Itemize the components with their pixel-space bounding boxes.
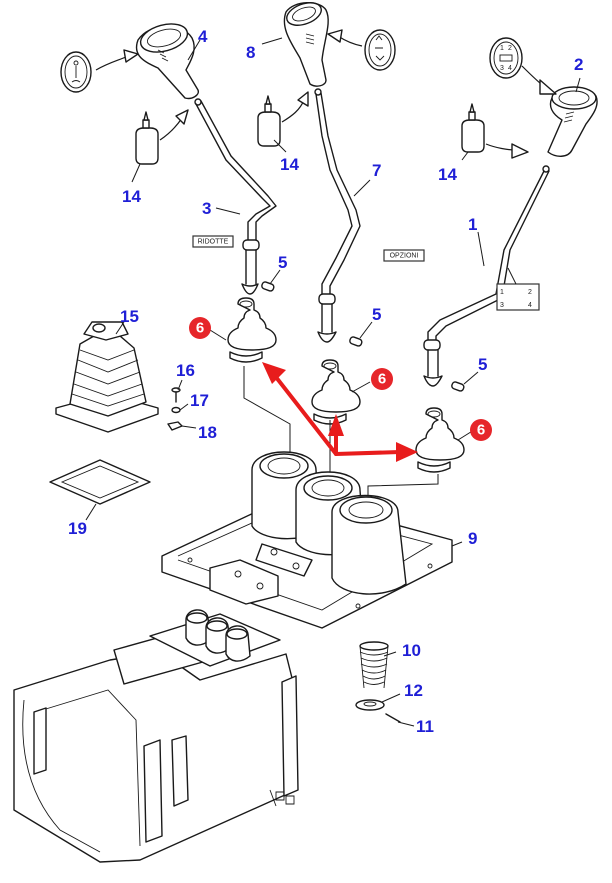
callout-11: 11 <box>416 717 434 736</box>
arrow-head-8 <box>327 29 343 43</box>
boot-6a <box>227 297 277 363</box>
arrow-head-14a <box>175 109 189 125</box>
gearbox-casing <box>13 609 299 863</box>
red-arrow-head-left <box>262 362 286 384</box>
badge-6b-text: 6 <box>378 371 386 388</box>
screw-16 <box>171 387 181 403</box>
spring-10 <box>359 641 389 689</box>
callout-3: 3 <box>202 199 211 218</box>
arrow-head-14b <box>297 91 309 107</box>
seat-12 <box>355 699 385 711</box>
callout-14b: 14 <box>280 155 299 174</box>
pin-11 <box>385 713 401 723</box>
badge-6c: 6 <box>470 419 492 441</box>
callouts: 4 8 2 14 14 14 3 7 1 5 5 5 15 16 17 18 1… <box>68 27 583 736</box>
knob2-pos-1: 1 <box>500 45 504 52</box>
adhesive-bottle-14a <box>135 111 159 165</box>
position-plate-1: 1 2 3 4 <box>496 283 540 311</box>
callout-2: 2 <box>574 55 583 74</box>
callout-14c: 14 <box>438 165 457 184</box>
knob-4 <box>135 23 199 100</box>
badge-6a-text: 6 <box>196 320 204 337</box>
callout-9: 9 <box>468 529 477 548</box>
tag-ridotte: RIDOTTE <box>192 235 234 248</box>
gasket-19 <box>49 459 151 505</box>
callout-1: 1 <box>468 215 477 234</box>
boot-6c <box>415 407 465 473</box>
pin-5a <box>261 281 275 292</box>
plate-pos-2: 2 <box>528 289 532 296</box>
adhesive-bottle-14c <box>461 103 485 153</box>
callout-7: 7 <box>372 161 381 180</box>
callout-14a: 14 <box>122 187 141 206</box>
knob2-pos-4: 4 <box>508 65 512 72</box>
badge-6a: 6 <box>189 317 211 339</box>
insert-arrow-4 <box>95 55 129 71</box>
knob-8-insert <box>364 29 396 71</box>
bottle-arrow-14b <box>281 99 305 123</box>
bellows-boot-15 <box>55 321 159 433</box>
adhesive-bottle-14b <box>257 95 281 147</box>
callout-18: 18 <box>198 423 217 442</box>
callout-16: 16 <box>176 361 195 380</box>
tag-opzioni: OPZIONI <box>383 249 425 262</box>
bottle-arrow-14a <box>159 117 183 141</box>
knob2-pos-3: 3 <box>500 65 504 72</box>
lever-1 <box>423 165 550 387</box>
arrow-head-14c <box>511 143 529 159</box>
callout-4: 4 <box>198 27 208 46</box>
plate-pos-1: 1 <box>500 289 504 296</box>
washer-17 <box>171 406 181 414</box>
knob2-pos-2: 2 <box>508 45 512 52</box>
plate-pos-4: 4 <box>528 302 532 309</box>
callout-5a: 5 <box>278 253 287 272</box>
red-arrow-head-right <box>396 442 418 462</box>
tag-opzioni-text: OPZIONI <box>390 253 419 260</box>
knob-2-insert: 1 2 3 4 <box>489 37 523 79</box>
leader-lines <box>85 37 581 727</box>
callout-12: 12 <box>404 681 423 700</box>
plate-pos-3: 3 <box>500 302 504 309</box>
clip-18 <box>167 421 183 431</box>
callout-8: 8 <box>246 43 255 62</box>
badge-6b: 6 <box>371 368 393 390</box>
pin-5b <box>349 336 363 347</box>
assembly-line-6a <box>243 366 291 464</box>
shift-housing-9 <box>161 451 453 629</box>
lever-3 <box>194 98 277 295</box>
boot-6b <box>311 359 361 425</box>
knob-4-insert <box>60 51 92 93</box>
arrow-head-2 <box>539 79 557 95</box>
red-arrow-head-up <box>328 414 344 436</box>
callout-19: 19 <box>68 519 87 538</box>
arrow-head-4 <box>123 49 139 63</box>
knob-2 <box>547 86 598 157</box>
callout-10: 10 <box>402 641 421 660</box>
callout-5c: 5 <box>478 355 487 374</box>
red-arrows <box>262 362 418 462</box>
pin-5c <box>451 381 465 392</box>
badge-6c-text: 6 <box>477 422 485 439</box>
insert-arrow-8 <box>337 35 363 47</box>
lever-7 <box>314 88 361 343</box>
knob-8 <box>283 2 329 87</box>
tag-ridotte-text: RIDOTTE <box>198 239 229 246</box>
callout-15: 15 <box>120 307 139 326</box>
callout-5b: 5 <box>372 305 381 324</box>
callout-17: 17 <box>190 391 209 410</box>
